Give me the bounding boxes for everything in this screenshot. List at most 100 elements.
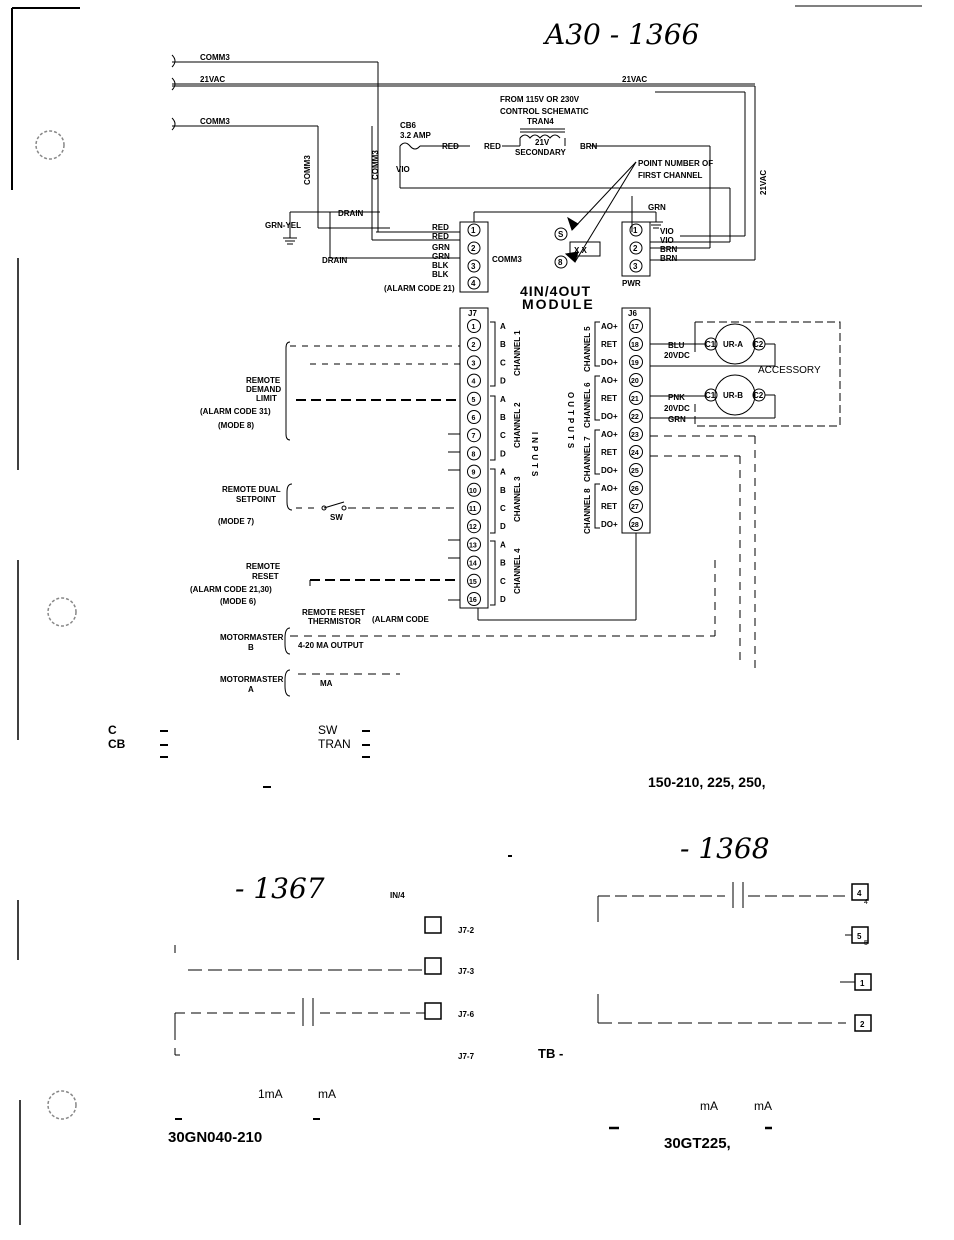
point-number-8: 8 xyxy=(558,258,563,267)
remote-dual-2: SETPOINT xyxy=(236,495,276,504)
wire-label-pnk: PNK xyxy=(668,393,685,402)
circuit-breaker-label: CB6 xyxy=(400,121,417,130)
channel-8-label: CHANNEL 8 xyxy=(583,488,592,534)
j7-pin-7 xyxy=(467,428,481,443)
j7-pin-1 xyxy=(467,319,481,333)
output-ch8-aoplus: AO+ xyxy=(601,484,618,493)
comm3-pin-3: 3 xyxy=(471,262,476,271)
channel-7-label: CHANNEL 7 xyxy=(583,436,592,482)
legend-c: C xyxy=(108,723,117,737)
j7-pin-label-14: 14 xyxy=(469,561,477,568)
wire-label-drain-bottom: DRAIN xyxy=(322,256,348,265)
tb-2: 2 xyxy=(860,1020,865,1029)
point-number-s: S xyxy=(558,230,564,239)
input-ch1-c: C xyxy=(500,358,506,367)
comm3-terminal-block xyxy=(459,221,489,293)
handwritten-left-id: - 1367 xyxy=(235,872,325,905)
j7-pin-label-3: 3 xyxy=(472,360,476,367)
wire-label-drain-top: DRAIN xyxy=(338,209,364,218)
wire-label-grn-b: GRN xyxy=(432,252,450,261)
ura-label: UR-A xyxy=(723,340,743,349)
j7-pin-2 xyxy=(467,337,481,352)
top-wiring xyxy=(171,54,756,263)
output-ch8-doplus: DO+ xyxy=(601,520,618,529)
pwr-terminal-block xyxy=(621,221,651,277)
j7-pin-label-9: 9 xyxy=(472,470,476,477)
j6-pin-label-27: 27 xyxy=(631,504,639,511)
wire-label-brn-b: BRN xyxy=(660,254,678,263)
comm3-pin-1: 1 xyxy=(471,226,476,235)
wire-label-blk-a: BLK xyxy=(432,261,449,270)
j7-pin-14 xyxy=(467,555,481,570)
j6-pin-22 xyxy=(629,409,643,423)
j7-pin-8 xyxy=(467,446,481,461)
ura-c1: C1 xyxy=(705,340,716,349)
output-ch7-aoplus: AO+ xyxy=(601,430,618,439)
j7-pin-label-1: 1 xyxy=(472,324,476,331)
wire-label-red-b: RED xyxy=(432,232,449,241)
wire-label-grn-acc: GRN xyxy=(668,415,686,424)
wire-label-brn-a: BRN xyxy=(660,245,678,254)
j7-terminal-block xyxy=(459,307,489,609)
channel-3-label: CHANNEL 3 xyxy=(513,476,522,522)
binder-hole-bottom xyxy=(47,1090,77,1120)
j6-pin-24 xyxy=(629,445,643,459)
page-border xyxy=(11,5,922,1225)
thermistor-3: (ALARM CODE xyxy=(372,615,430,624)
output-channel-brackets xyxy=(594,321,600,529)
legend-tran: TRAN xyxy=(318,737,351,751)
wire-label-vio-a: VIO xyxy=(660,227,674,236)
j6-pin-label-18: 18 xyxy=(631,342,639,349)
transformer-name: TRAN4 xyxy=(527,117,554,126)
lower-left-ma1: 1mA xyxy=(258,1087,283,1101)
inputs-title: INPUTS xyxy=(530,432,539,479)
j7-pin-label-16: 16 xyxy=(469,597,477,604)
wire-label-blk-b: BLK xyxy=(432,270,449,279)
lower-right-ma2: mA xyxy=(754,1099,772,1113)
wire-label-red-2: RED xyxy=(484,142,501,151)
remote-dual-3: (MODE 7) xyxy=(218,517,254,526)
input-ch1-d: D xyxy=(500,377,506,386)
urb-c1: C1 xyxy=(705,391,716,400)
ura-c2: C2 xyxy=(753,340,764,349)
j7-pin-label-15: 15 xyxy=(469,579,477,586)
lower-left-j7-2: J7-2 xyxy=(458,926,475,935)
input-field-wiring xyxy=(284,341,756,697)
input-ch4-b: B xyxy=(500,559,506,568)
j7-pin-4 xyxy=(467,373,481,388)
j6-label: J6 xyxy=(628,309,637,318)
j6-pin-label-20: 20 xyxy=(631,378,639,385)
tb-5-sub: 5 xyxy=(864,940,868,947)
thermistor-1: REMOTE RESET xyxy=(302,608,365,617)
j6-pin-25 xyxy=(629,463,643,477)
lower-left-model: 30GN040-210 xyxy=(168,1129,262,1146)
binder-hole-mid xyxy=(47,597,77,627)
output-ch6-doplus: DO+ xyxy=(601,412,618,421)
wire-label-20vdc-1: 20VDC xyxy=(664,351,690,360)
input-ch2-a: A xyxy=(500,395,506,404)
accessory-label: ACCESSORY xyxy=(758,365,821,376)
lower-left-j7-6: J7-6 xyxy=(458,1010,475,1019)
remote-demand-5: (MODE 8) xyxy=(218,421,254,430)
output-ch5-ret: RET xyxy=(601,340,617,349)
input-ch1-a: A xyxy=(500,322,506,331)
outputs-title: OUTPUTS xyxy=(566,392,575,451)
j7-pin-15 xyxy=(467,573,481,588)
channel-4-label: CHANNEL 4 xyxy=(513,548,522,594)
j7-pin-10 xyxy=(467,482,481,497)
transformer-schematic: CONTROL SCHEMATIC xyxy=(500,107,589,116)
binder-hole-marks xyxy=(35,130,77,1120)
remote-demand-1: REMOTE xyxy=(246,376,281,385)
j6-pin-label-21: 21 xyxy=(631,396,639,403)
motormaster-a-1: MOTORMASTER xyxy=(220,675,284,684)
input-ch3-b: B xyxy=(500,486,506,495)
output-ch5-aoplus: AO+ xyxy=(601,322,618,331)
remote-reset-1: REMOTE xyxy=(246,562,281,571)
j7-pin-label-12: 12 xyxy=(469,524,477,531)
j7-pin-label-8: 8 xyxy=(472,451,476,458)
urb-label: UR-B xyxy=(723,391,743,400)
j6-pin-label-23: 23 xyxy=(631,432,639,439)
input-ch1-b: B xyxy=(500,340,506,349)
